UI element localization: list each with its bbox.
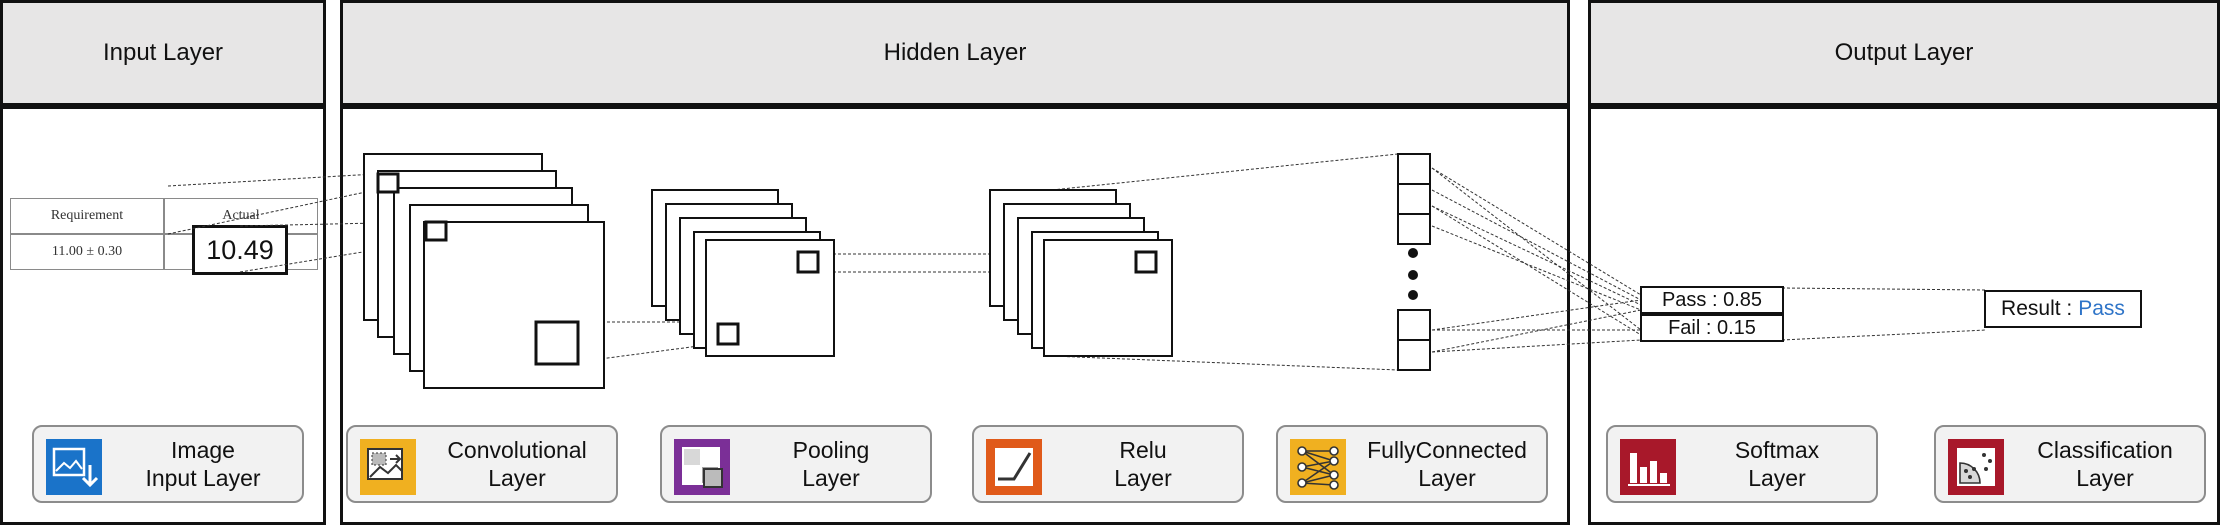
softmax-layer-label: Softmax Layer [1734, 437, 1820, 491]
relu-icon [986, 439, 1042, 495]
input-layer-header: Input Layer [0, 0, 326, 106]
result-value: Pass [2078, 297, 2125, 320]
pooling-icon [674, 439, 730, 495]
softmax-icon [1620, 439, 1676, 495]
requirement-header-cell: Requirement [10, 198, 164, 234]
requirement-value-cell: 11.00 ± 0.30 [10, 234, 164, 270]
output-layer-title: Output Layer [1834, 39, 1974, 66]
convolutional-layer-card[interactable]: Convolutional Layer [346, 425, 618, 503]
pass-probability-box: Pass : 0.85 [1640, 286, 1784, 314]
softmax-layer-card[interactable]: Softmax Layer [1606, 425, 1878, 503]
relu-layer-card[interactable]: Relu Layer [972, 425, 1244, 503]
pooling-feature-maps [651, 189, 835, 357]
output-layer-header: Output Layer [1588, 0, 2220, 106]
fully-connected-neurons [1397, 153, 1431, 371]
fail-probability-box: Fail : 0.15 [1640, 314, 1784, 342]
ellipsis-dots [1408, 248, 1418, 300]
hidden-layer-header: Hidden Layer [340, 0, 1570, 106]
fully-connected-icon [1290, 439, 1346, 495]
image-input-layer-card[interactable]: Image Input Layer [32, 425, 304, 503]
fully-connected-layer-label: FullyConnected Layer [1367, 437, 1527, 491]
convolution-icon [360, 439, 416, 495]
image-input-layer-label: Image Input Layer [145, 437, 261, 491]
relu-layer-label: Relu Layer [1114, 437, 1172, 491]
fully-connected-layer-card[interactable]: FullyConnected Layer [1276, 425, 1548, 503]
image-input-icon [46, 439, 102, 495]
pooling-layer-card[interactable]: Pooling Layer [660, 425, 932, 503]
convolution-feature-maps [363, 153, 605, 389]
input-layer-title: Input Layer [102, 39, 224, 66]
result-box: Result : Pass [1984, 290, 2142, 328]
result-label: Result : [2001, 297, 2073, 320]
relu-feature-maps [989, 189, 1173, 357]
pooling-layer-label: Pooling Layer [792, 437, 870, 491]
classification-layer-card[interactable]: Classification Layer [1934, 425, 2206, 503]
classification-layer-label: Classification Layer [2037, 437, 2173, 491]
hidden-layer-title: Hidden Layer [883, 39, 1027, 66]
convolutional-layer-label: Convolutional Layer [447, 437, 587, 491]
classification-icon [1948, 439, 2004, 495]
